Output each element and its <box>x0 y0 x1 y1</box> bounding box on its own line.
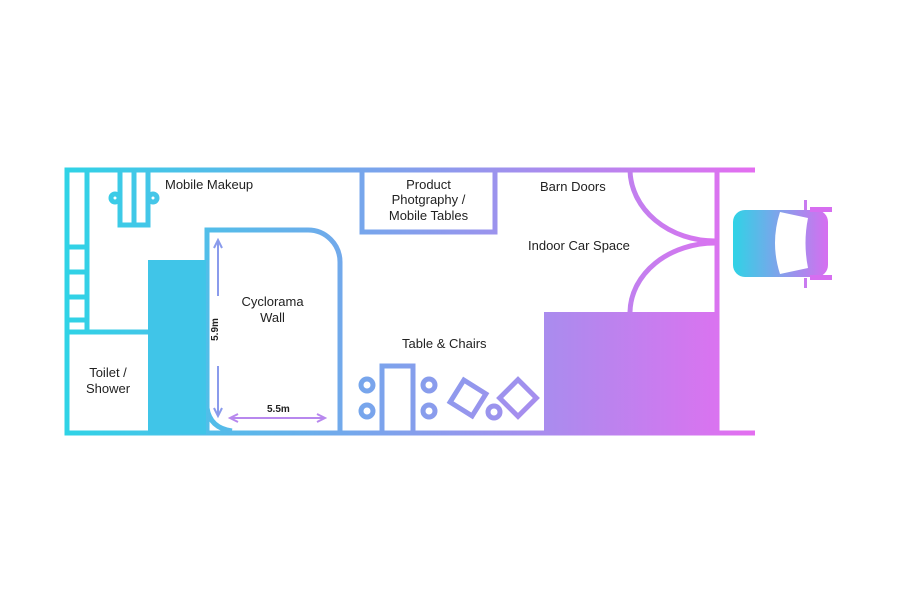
cyclorama-wall <box>204 227 343 433</box>
barn-doors-label: Barn Doors <box>540 179 606 194</box>
chair-icon <box>146 191 160 205</box>
chair-icon <box>420 402 438 420</box>
chair-icon <box>485 403 503 421</box>
wall-block <box>148 260 206 434</box>
cyclorama-label-1: Cyclorama <box>241 294 304 309</box>
toilet-label-1: Toilet / <box>89 365 127 380</box>
table-chairs-label: Table & Chairs <box>402 336 487 351</box>
door-swing-icon <box>627 169 716 244</box>
table-icon <box>446 376 490 420</box>
chair-icon <box>420 376 438 394</box>
table-icon <box>496 376 540 420</box>
indoor-car-label: Indoor Car Space <box>528 238 630 253</box>
chair-icon <box>358 376 376 394</box>
product-label-3: Mobile Tables <box>388 208 469 223</box>
toilet-label-2: Shower <box>85 381 131 396</box>
mobile-makeup-label: Mobile Makeup <box>165 177 254 192</box>
product-area <box>359 167 498 235</box>
car-icon <box>733 200 832 288</box>
height-dimension: 5.9m <box>209 318 221 341</box>
product-label-1: Product <box>406 177 451 192</box>
cyclorama-label-2: Wall <box>260 310 285 325</box>
width-dimension: 5.5m <box>267 404 290 415</box>
car-space-block <box>544 312 719 434</box>
chair-icon <box>358 402 376 420</box>
product-label-2: Photgraphy / <box>391 192 466 207</box>
cabinet-column <box>67 170 90 330</box>
door-swing-icon <box>627 240 716 313</box>
chair-icon <box>108 191 122 205</box>
table-icon <box>379 363 416 436</box>
